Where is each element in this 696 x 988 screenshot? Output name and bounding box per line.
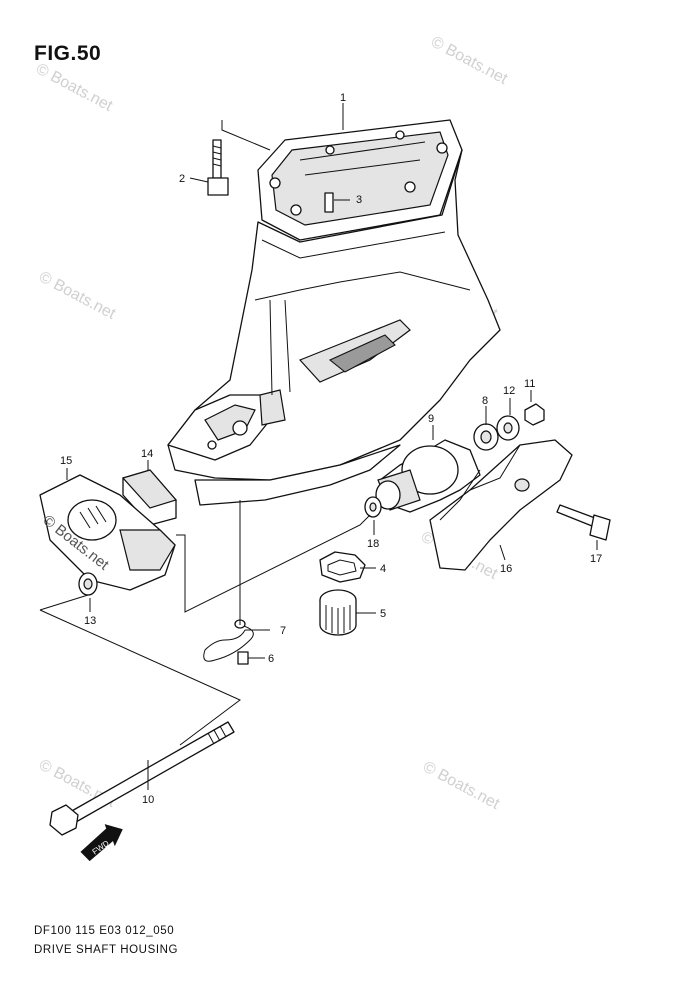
part-6-screw	[237, 651, 249, 665]
part-4-gasket	[319, 551, 366, 583]
figure-title: FIG.50	[34, 42, 102, 65]
part-17-bolt	[556, 504, 611, 541]
part-13-washer	[78, 572, 98, 596]
callout-4: 4	[380, 563, 386, 575]
callout-numbers: 1 2 3 4 5 6 7 8 9 10 11 12 13 14 15 16 1…	[60, 92, 602, 806]
callout-5: 5	[380, 608, 386, 620]
callout-7: 7	[280, 625, 286, 637]
part-1-drive-shaft-housing	[167, 119, 501, 506]
figure-code: DF100 115 E03 012_050	[34, 925, 175, 937]
callout-16: 16	[500, 563, 512, 575]
figure-name: DRIVE SHAFT HOUSING	[34, 944, 179, 956]
callout-12: 12	[503, 385, 515, 397]
callout-6: 6	[268, 653, 274, 665]
part-15-lower-mount	[39, 474, 176, 591]
part-18-washer	[364, 496, 382, 518]
part-8-washer	[473, 423, 499, 451]
part-3-dowel-pin	[324, 192, 334, 213]
part-2-bolt	[207, 139, 229, 196]
callout-1: 1	[340, 92, 346, 104]
callout-8: 8	[482, 395, 488, 407]
part-5-bushing	[319, 589, 357, 636]
leader-lines	[39, 120, 481, 746]
callout-18: 18	[367, 538, 379, 550]
part-16-mount-cover	[429, 439, 573, 571]
watermark: © Boats.net	[33, 61, 115, 116]
fwd-arrow: FWD	[80, 824, 123, 862]
callout-leaders	[66, 103, 598, 790]
callout-3: 3	[356, 194, 362, 206]
part-12-washer	[496, 415, 520, 441]
callout-13: 13	[84, 615, 96, 627]
callout-11: 11	[524, 378, 535, 390]
part-9-mount-rubber	[375, 439, 481, 513]
watermark: © Boats.net	[428, 34, 510, 89]
part-4-gasket-inner	[327, 559, 357, 576]
watermark: © Boats.net	[420, 759, 502, 814]
part-14-rubber-block	[121, 469, 178, 526]
callout-17: 17	[590, 553, 602, 565]
callout-14: 14	[141, 448, 153, 460]
callout-15: 15	[60, 455, 72, 467]
callout-9: 9	[428, 413, 434, 425]
part-10-long-bolt	[49, 721, 235, 836]
part-11-nut	[524, 403, 545, 426]
callout-2: 2	[179, 173, 185, 185]
callout-10: 10	[142, 794, 154, 806]
watermark: © Boats.net	[36, 269, 118, 324]
